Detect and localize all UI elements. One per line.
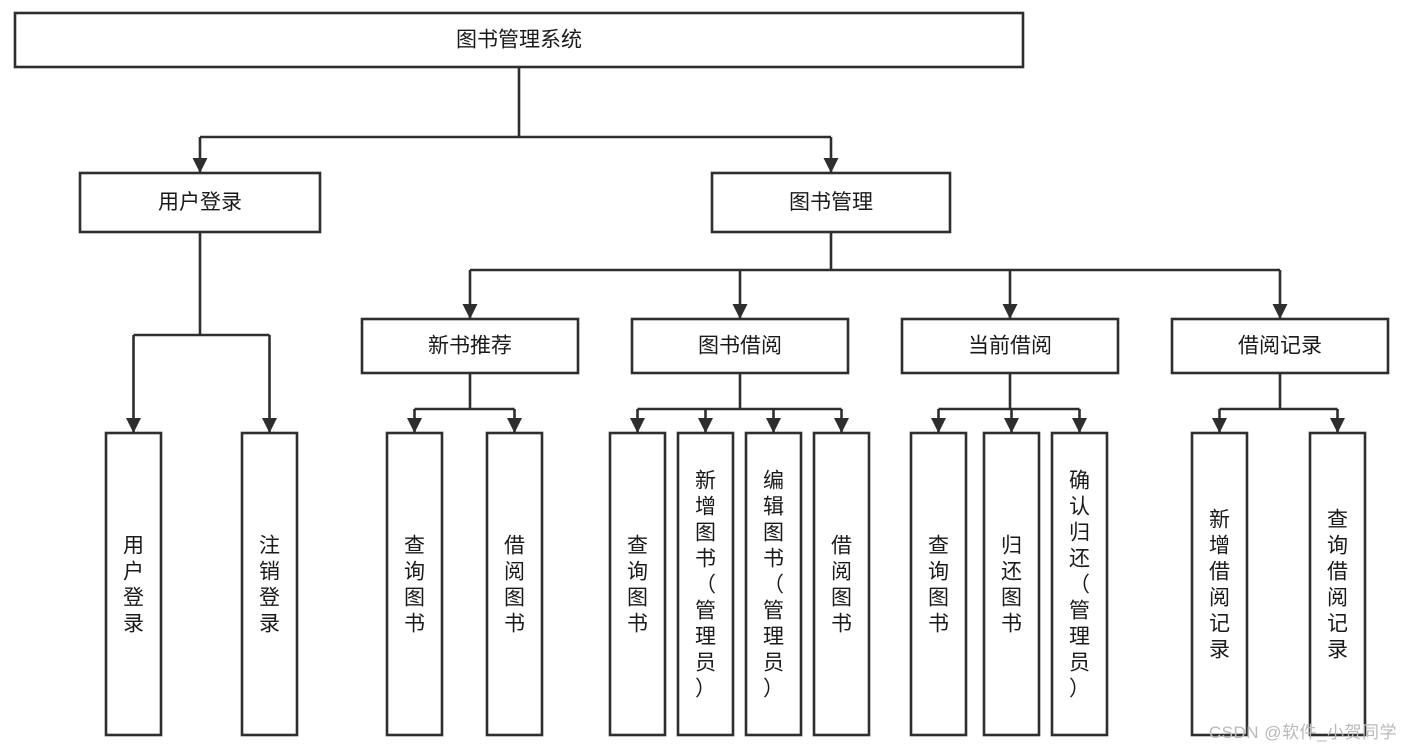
node-leaf-confirm-return-admin-box[interactable] bbox=[1050, 431, 1109, 737]
node-leaf-logout[interactable]: 注销登录 bbox=[240, 431, 299, 737]
node-leaf-recommend-query-book-label: 查询图书 bbox=[404, 534, 425, 635]
node-leaf-recommend-borrow-book-label: 借阅图书 bbox=[504, 534, 525, 635]
arrow-head-icon bbox=[462, 304, 478, 319]
node-leaf-query-borrow-record-box[interactable] bbox=[1308, 431, 1367, 737]
arrow-head-icon bbox=[1330, 418, 1345, 433]
node-root-root-box[interactable] bbox=[13, 11, 1025, 69]
arrow-head-icon bbox=[126, 418, 141, 433]
node-leaf-borrow-book-label: 借阅图书 bbox=[831, 534, 852, 635]
node-leaf-current-query-book-box[interactable] bbox=[909, 431, 968, 737]
arrow-head-icon bbox=[507, 418, 522, 433]
node-book-management[interactable]: 图书管理 bbox=[710, 171, 952, 234]
connector-borrow-to-leaves bbox=[630, 373, 849, 433]
csdn-watermark: CSDN @软件_小贺同学 bbox=[1208, 723, 1397, 742]
node-leaf-confirm-return-admin-label: 确认归还（管理员） bbox=[1069, 469, 1090, 700]
node-book-borrow-box[interactable] bbox=[630, 317, 850, 375]
arrow-head-icon bbox=[407, 418, 422, 433]
node-leaf-confirm-return-admin[interactable]: 确认归还（管理员） bbox=[1050, 431, 1109, 737]
node-leaf-borrow-query-book-box[interactable] bbox=[608, 431, 667, 737]
node-new-book-recommend[interactable]: 新书推荐 bbox=[360, 317, 580, 375]
node-leaf-logout-label: 注销登录 bbox=[259, 534, 280, 635]
node-current-borrow-label: 当前借阅 bbox=[968, 335, 1052, 358]
node-borrow-record-label: 借阅记录 bbox=[1238, 335, 1322, 358]
connector-record-to-leaves bbox=[1212, 373, 1345, 433]
node-leaf-logout-box[interactable] bbox=[240, 431, 299, 737]
connector-root-to-level2 bbox=[192, 67, 839, 173]
node-root-root-label: 图书管理系统 bbox=[456, 29, 582, 52]
node-user-login-label: 用户登录 bbox=[158, 191, 242, 214]
node-leaf-return-book-box[interactable] bbox=[982, 431, 1041, 737]
node-book-borrow[interactable]: 图书借阅 bbox=[630, 317, 850, 375]
node-leaf-query-borrow-record-label: 查询借阅记录 bbox=[1327, 508, 1348, 661]
arrow-head-icon bbox=[823, 158, 839, 173]
node-leaf-add-borrow-record-box[interactable] bbox=[1190, 431, 1249, 737]
arrow-head-icon bbox=[931, 418, 946, 433]
arrow-head-icon bbox=[1272, 304, 1288, 319]
node-leaf-add-book-admin-label: 新增图书（管理员） bbox=[695, 469, 716, 700]
arrow-head-icon bbox=[698, 418, 713, 433]
node-user-login[interactable]: 用户登录 bbox=[78, 171, 322, 234]
node-new-book-recommend-label: 新书推荐 bbox=[428, 335, 512, 358]
node-user-login-box[interactable] bbox=[78, 171, 322, 234]
arrow-head-icon bbox=[732, 304, 748, 319]
node-book-management-box[interactable] bbox=[710, 171, 952, 234]
connector-userlogin-to-leaves bbox=[126, 232, 277, 433]
node-leaf-edit-book-admin-box[interactable] bbox=[744, 431, 803, 737]
node-borrow-record[interactable]: 借阅记录 bbox=[1170, 317, 1390, 375]
arrow-head-icon bbox=[630, 418, 645, 433]
node-root-root[interactable]: 图书管理系统 bbox=[13, 11, 1025, 69]
connector-current-to-leaves bbox=[931, 373, 1087, 433]
node-leaf-user-login[interactable]: 用户登录 bbox=[104, 431, 163, 737]
arrow-head-icon bbox=[766, 418, 781, 433]
node-leaf-edit-book-admin-label: 编辑图书（管理员） bbox=[763, 469, 784, 700]
node-leaf-recommend-query-book[interactable]: 查询图书 bbox=[385, 431, 444, 737]
node-book-management-label: 图书管理 bbox=[789, 191, 873, 214]
arrow-head-icon bbox=[192, 158, 208, 173]
node-leaf-borrow-query-book[interactable]: 查询图书 bbox=[608, 431, 667, 737]
connector-recommend-to-leaves bbox=[407, 373, 522, 433]
node-current-borrow-box[interactable] bbox=[900, 317, 1120, 375]
node-leaf-borrow-query-book-label: 查询图书 bbox=[627, 534, 648, 635]
connector-layer bbox=[126, 67, 1345, 433]
node-leaf-return-book-label: 归还图书 bbox=[1001, 534, 1022, 635]
node-leaf-query-borrow-record[interactable]: 查询借阅记录 bbox=[1308, 431, 1367, 737]
node-leaf-recommend-query-book-box[interactable] bbox=[385, 431, 444, 737]
node-leaf-borrow-book[interactable]: 借阅图书 bbox=[812, 431, 871, 737]
arrow-head-icon bbox=[1072, 418, 1087, 433]
node-leaf-recommend-borrow-book-box[interactable] bbox=[485, 431, 544, 737]
arrow-head-icon bbox=[1002, 304, 1018, 319]
node-borrow-record-box[interactable] bbox=[1170, 317, 1390, 375]
arrow-head-icon bbox=[1212, 418, 1227, 433]
arrow-head-icon bbox=[1004, 418, 1019, 433]
node-leaf-add-borrow-record[interactable]: 新增借阅记录 bbox=[1190, 431, 1249, 737]
node-leaf-add-book-admin[interactable]: 新增图书（管理员） bbox=[676, 431, 735, 737]
node-leaf-current-query-book-label: 查询图书 bbox=[928, 534, 949, 635]
node-current-borrow[interactable]: 当前借阅 bbox=[900, 317, 1120, 375]
node-leaf-edit-book-admin[interactable]: 编辑图书（管理员） bbox=[744, 431, 803, 737]
node-layer: 图书管理系统用户登录图书管理新书推荐图书借阅当前借阅借阅记录用户登录注销登录查询… bbox=[13, 11, 1390, 737]
node-new-book-recommend-box[interactable] bbox=[360, 317, 580, 375]
arrow-head-icon bbox=[262, 418, 277, 433]
node-leaf-borrow-book-box[interactable] bbox=[812, 431, 871, 737]
connector-bookmgmt-to-level3 bbox=[462, 232, 1288, 319]
node-leaf-recommend-borrow-book[interactable]: 借阅图书 bbox=[485, 431, 544, 737]
node-leaf-current-query-book[interactable]: 查询图书 bbox=[909, 431, 968, 737]
node-leaf-add-borrow-record-label: 新增借阅记录 bbox=[1209, 508, 1230, 661]
node-leaf-user-login-box[interactable] bbox=[104, 431, 163, 737]
node-book-borrow-label: 图书借阅 bbox=[698, 335, 782, 358]
node-leaf-user-login-label: 用户登录 bbox=[123, 534, 144, 635]
node-leaf-add-book-admin-box[interactable] bbox=[676, 431, 735, 737]
node-leaf-return-book[interactable]: 归还图书 bbox=[982, 431, 1041, 737]
arrow-head-icon bbox=[834, 418, 849, 433]
